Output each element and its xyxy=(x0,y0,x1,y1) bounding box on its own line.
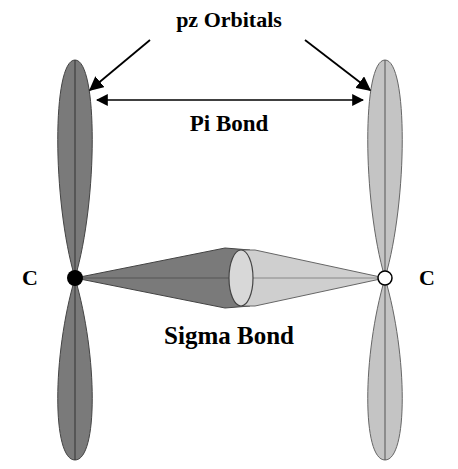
bond-label: Sigma Bond xyxy=(164,322,294,350)
orbital-label: pz Orbitals xyxy=(176,8,282,32)
atom-label: C xyxy=(22,266,38,290)
bond-label: Pi Bond xyxy=(190,111,269,136)
atom-label: C xyxy=(419,266,435,290)
